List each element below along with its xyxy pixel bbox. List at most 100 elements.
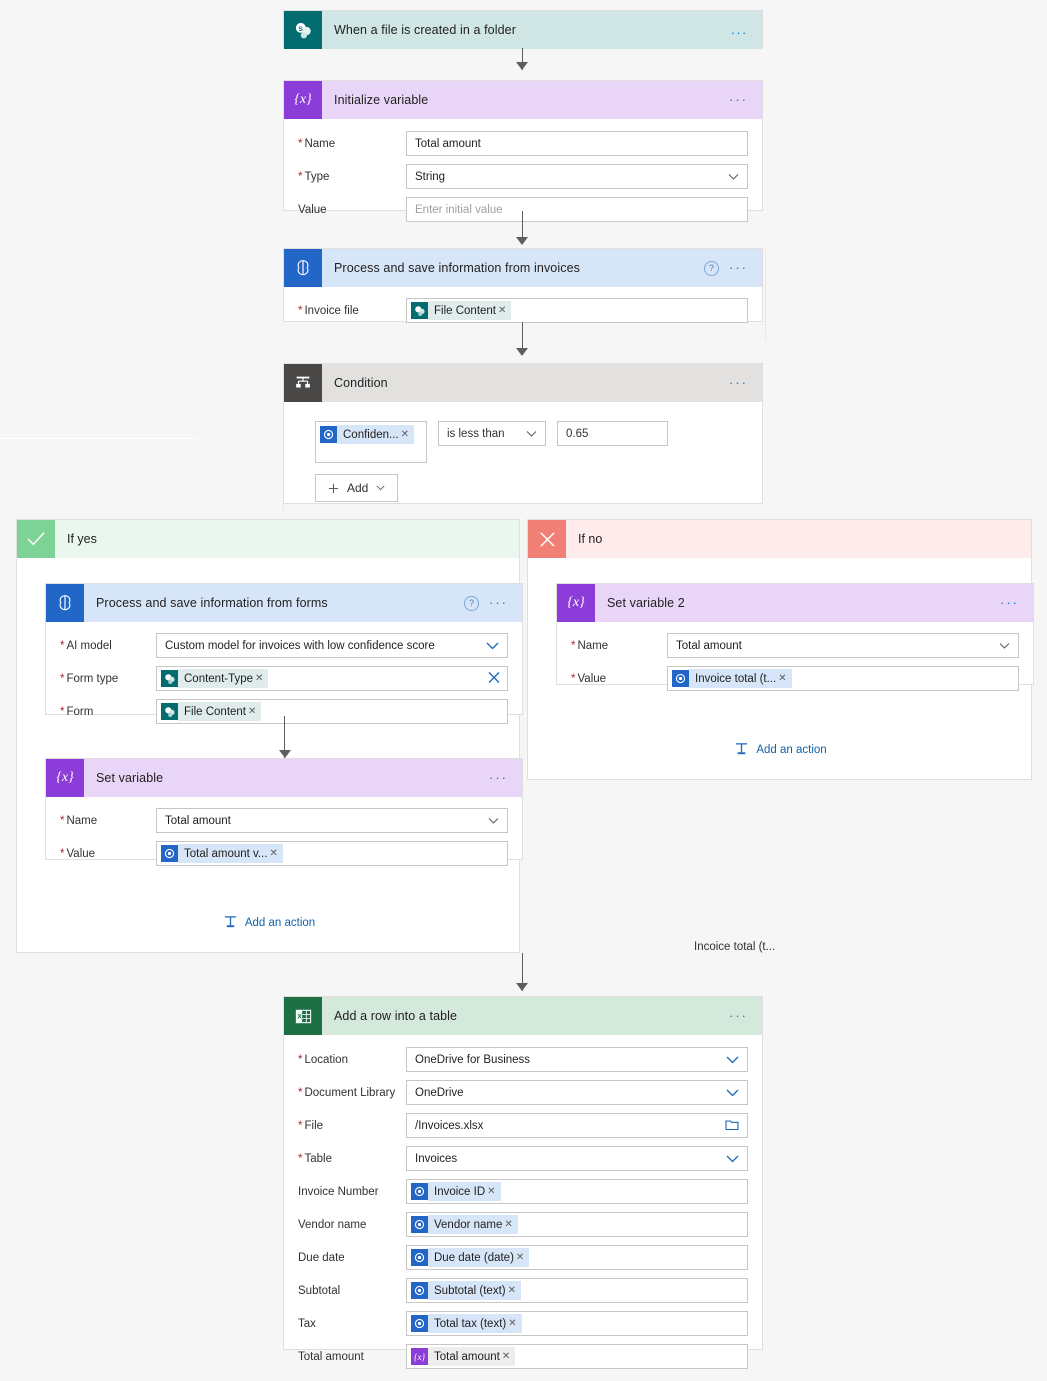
connector-line-4 [522, 953, 523, 991]
set-variable-2-name-dropdown[interactable]: Total amount [667, 633, 1019, 658]
token-chip[interactable]: Due date (date) ✕ [411, 1248, 530, 1267]
token-chip[interactable]: File Content ✕ [411, 301, 512, 320]
set-variable-2-card[interactable]: {x} Set variable 2 ··· *Name Total amoun… [556, 583, 1034, 691]
vendor-name-input[interactable]: Vendor name ✕ [406, 1212, 748, 1237]
initialize-variable-header[interactable]: {x} Initialize variable ··· [284, 81, 762, 119]
token-chip[interactable]: File Content ✕ [161, 702, 262, 721]
token-chip[interactable]: Invoice ID ✕ [411, 1182, 501, 1201]
checkmark-icon [17, 520, 55, 558]
process-invoices-title: Process and save information from invoic… [334, 261, 580, 275]
help-icon[interactable]: ? [464, 595, 479, 611]
token-chip[interactable]: Content-Type ✕ [161, 669, 269, 688]
token-remove-icon[interactable]: ✕ [507, 1281, 521, 1300]
token-chip[interactable]: Total amount v... ✕ [161, 844, 283, 863]
field-label-ai-model: *AI model [60, 639, 112, 652]
tax-input[interactable]: Total tax (text) ✕ [406, 1311, 748, 1336]
invoice-file-input[interactable]: File Content ✕ [406, 298, 748, 323]
add-condition-button[interactable]: Add [315, 474, 399, 502]
set-variable-2-header[interactable]: {x} Set variable 2 ··· [557, 584, 1033, 622]
set-variable-2-value-input[interactable]: Invoice total (t... ✕ [667, 666, 1019, 691]
chevron-down-icon [486, 642, 499, 650]
condition-header[interactable]: Condition ··· [284, 364, 762, 402]
trigger-header[interactable]: S When a file is created in a folder ... [284, 11, 762, 49]
token-remove-icon[interactable]: ✕ [515, 1248, 530, 1267]
token-remove-icon[interactable]: ✕ [501, 1347, 516, 1366]
set-variable-value-input[interactable]: Total amount v... ✕ [156, 841, 508, 866]
if-no-label: If no [578, 532, 603, 546]
condition-compare-value-input[interactable]: 0.65 [557, 421, 668, 446]
due-date-input[interactable]: Due date (date) ✕ [406, 1245, 748, 1270]
location-dropdown[interactable]: OneDrive for Business [406, 1047, 748, 1072]
set-variable-header[interactable]: {x} Set variable ··· [46, 759, 522, 797]
type-dropdown[interactable]: String [406, 164, 748, 189]
name-input[interactable]: Total amount [406, 131, 748, 156]
token-remove-icon[interactable]: ✕ [508, 1314, 522, 1333]
condition-left-operand[interactable]: Confiden... ✕ [315, 421, 427, 463]
token-chip[interactable]: Confiden... ✕ [320, 425, 415, 444]
add-row-card[interactable]: X Add a row into a table ··· *Location O… [283, 996, 763, 1369]
file-input[interactable]: /Invoices.xlsx [406, 1113, 748, 1138]
initialize-variable-card[interactable]: {x} Initialize variable ··· *Name Total … [283, 80, 763, 222]
if-no-branch: If no {x} Set variable 2 ··· *Name Total… [527, 519, 1034, 780]
document-library-dropdown[interactable]: OneDrive [406, 1080, 748, 1105]
token-remove-icon[interactable]: ✕ [498, 301, 512, 320]
condition-operator-dropdown[interactable]: is less than [438, 421, 546, 446]
subtotal-input[interactable]: Subtotal (text) ✕ [406, 1278, 748, 1303]
variable-icon: {x} [284, 81, 322, 119]
token-remove-icon[interactable]: ✕ [504, 1215, 518, 1234]
table-dropdown[interactable]: Invoices [406, 1146, 748, 1171]
sharepoint-icon: S [284, 11, 322, 49]
token-remove-icon[interactable]: ✕ [778, 669, 792, 688]
set-variable-name-dropdown[interactable]: Total amount [156, 808, 508, 833]
add-an-action-no[interactable]: Add an action [528, 742, 1033, 757]
form-input[interactable]: File Content ✕ [156, 699, 508, 724]
ai-builder-icon [411, 1315, 428, 1332]
process-invoices-more-button[interactable]: ··· [729, 260, 748, 275]
add-row-header[interactable]: X Add a row into a table ··· [284, 997, 762, 1035]
form-type-input[interactable]: Content-Type ✕ [156, 666, 508, 691]
add-an-action-yes[interactable]: Add an action [17, 915, 521, 930]
token-chip[interactable]: Total tax (text) ✕ [411, 1314, 522, 1333]
condition-more-button[interactable]: ··· [729, 375, 748, 390]
invoice-number-input[interactable]: Invoice ID ✕ [406, 1179, 748, 1204]
field-label-document-library: *Document Library [298, 1086, 396, 1099]
token-label: Confiden... [337, 425, 404, 444]
token-remove-icon[interactable]: ✕ [269, 844, 283, 863]
set-variable-2-more-button[interactable]: ··· [1000, 595, 1019, 610]
token-remove-icon[interactable]: ✕ [248, 702, 262, 721]
help-icon[interactable]: ? [704, 260, 719, 276]
process-invoices-card[interactable]: Process and save information from invoic… [283, 248, 763, 323]
token-chip[interactable]: {x} Total amount ✕ [411, 1347, 516, 1366]
token-label: Subtotal (text) [428, 1281, 511, 1300]
folder-picker-icon[interactable] [725, 1118, 739, 1133]
condition-card[interactable]: Condition ··· Confiden... ✕ is less than… [283, 363, 763, 504]
total-amount-input[interactable]: {x} Total amount ✕ [406, 1344, 748, 1369]
token-remove-icon[interactable]: ✕ [255, 669, 269, 688]
process-invoices-header[interactable]: Process and save information from invoic… [284, 249, 762, 287]
value-input[interactable]: Enter initial value [406, 197, 748, 222]
ai-builder-icon [672, 670, 689, 687]
trigger-card[interactable]: S When a file is created in a folder ... [283, 10, 763, 49]
set-variable-card[interactable]: {x} Set variable ··· *Name Total amount … [45, 758, 523, 866]
clear-field-icon[interactable] [488, 671, 500, 686]
field-row-file: *File /Invoices.xlsx [298, 1113, 748, 1138]
ai-model-dropdown[interactable]: Custom model for invoices with low confi… [156, 633, 508, 658]
trigger-title: When a file is created in a folder [334, 23, 516, 37]
process-forms-card[interactable]: Process and save information from forms … [45, 583, 523, 724]
field-row-form: *Form File Content ✕ [60, 699, 508, 724]
trigger-more-button[interactable]: ... [731, 22, 748, 37]
process-forms-more-button[interactable]: ··· [489, 595, 508, 610]
set-variable-title: Set variable [96, 771, 164, 785]
token-chip[interactable]: Subtotal (text) ✕ [411, 1281, 521, 1300]
token-remove-icon[interactable]: ✕ [400, 425, 415, 444]
set-variable-more-button[interactable]: ··· [489, 770, 508, 785]
field-row-invoice-file: *Invoice file File Content ✕ [298, 298, 748, 323]
token-chip[interactable]: Vendor name ✕ [411, 1215, 518, 1234]
process-forms-header[interactable]: Process and save information from forms … [46, 584, 522, 622]
token-label: File Content [428, 301, 502, 320]
token-remove-icon[interactable]: ✕ [487, 1182, 501, 1201]
initialize-variable-more-button[interactable]: ··· [729, 92, 748, 107]
add-row-more-button[interactable]: ··· [729, 1008, 748, 1023]
field-label-form: *Form [60, 705, 94, 718]
token-chip[interactable]: Invoice total (t... ✕ [672, 669, 792, 688]
